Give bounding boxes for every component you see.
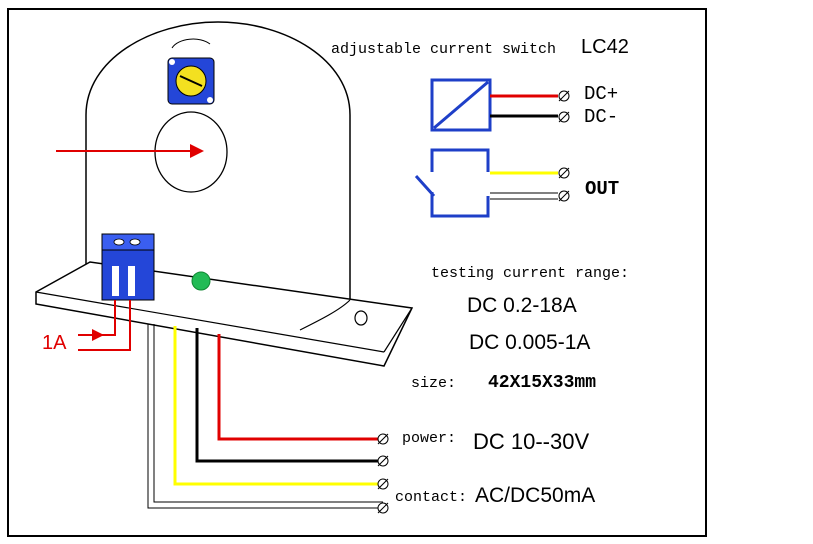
product-description: adjustable current switch <box>331 41 557 58</box>
switch-contact-symbol <box>414 148 490 218</box>
out-label: OUT <box>585 178 620 200</box>
range-label: testing current range: <box>431 265 630 282</box>
status-led <box>191 271 211 291</box>
adjust-potentiometer-icon <box>167 38 215 105</box>
current-direction-arrow <box>56 144 204 158</box>
power-value: DC 10--30V <box>473 429 590 454</box>
range-jumper-label: 1A <box>42 332 67 354</box>
dc-negative-label: DC- <box>584 106 619 128</box>
size-label: size: <box>411 375 457 392</box>
screw-terminal-icon <box>558 167 570 202</box>
dc-positive-label: DC+ <box>584 83 619 105</box>
size-value: 42X15X33mm <box>488 373 597 393</box>
mounting-hole <box>354 310 368 326</box>
terminal-block <box>101 233 155 301</box>
range-2: DC 0.005-1A <box>469 331 591 354</box>
screw-terminal-icon <box>377 433 389 514</box>
power-label: power: <box>402 430 457 447</box>
range-1: DC 0.2-18A <box>467 294 577 317</box>
screw-terminal-icon <box>558 90 570 123</box>
contact-label: contact: <box>395 489 468 506</box>
relay-coil-symbol <box>430 78 492 132</box>
model-name: LC42 <box>581 36 629 58</box>
contact-value: AC/DC50mA <box>475 484 596 507</box>
